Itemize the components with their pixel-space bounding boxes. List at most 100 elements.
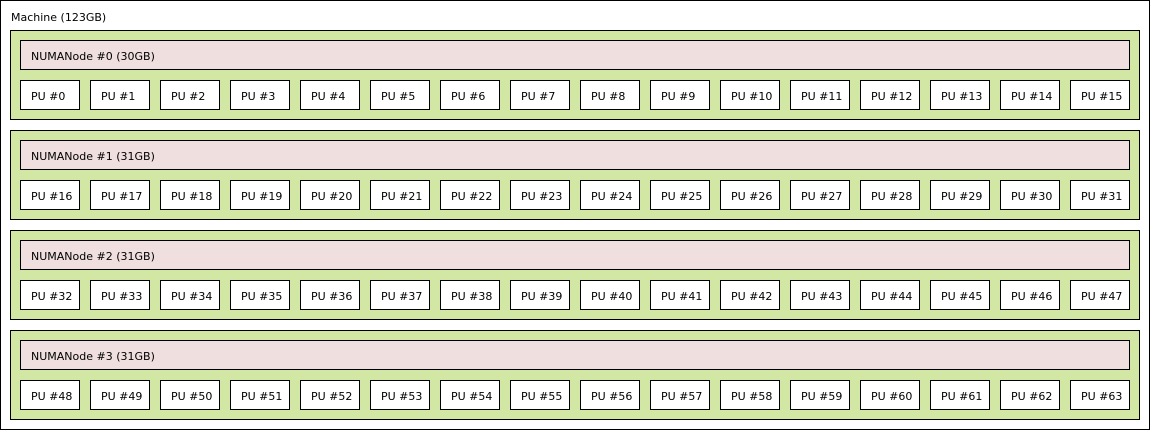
pu-box: PU #29 <box>930 180 990 210</box>
pu-label: PU #38 <box>451 290 493 303</box>
pu-label: PU #59 <box>801 390 843 403</box>
pu-label: PU #15 <box>1081 90 1123 103</box>
pu-box: PU #6 <box>440 80 500 110</box>
pu-box: PU #49 <box>90 380 150 410</box>
numa-node-box: NUMANode #1 (31GB) <box>20 140 1130 170</box>
pu-box: PU #46 <box>1000 280 1060 310</box>
pu-label: PU #7 <box>521 90 556 103</box>
pu-box: PU #39 <box>510 280 570 310</box>
pu-label: PU #39 <box>521 290 563 303</box>
pu-box: PU #0 <box>20 80 80 110</box>
pu-box: PU #58 <box>720 380 780 410</box>
pu-label: PU #3 <box>241 90 276 103</box>
pu-label: PU #42 <box>731 290 773 303</box>
pu-box: PU #4 <box>300 80 360 110</box>
pu-label: PU #40 <box>591 290 633 303</box>
pu-box: PU #57 <box>650 380 710 410</box>
pu-box: PU #52 <box>300 380 360 410</box>
pu-box: PU #5 <box>370 80 430 110</box>
pu-box: PU #20 <box>300 180 360 210</box>
pu-label: PU #2 <box>171 90 206 103</box>
pu-label: PU #62 <box>1011 390 1053 403</box>
pu-label: PU #50 <box>171 390 213 403</box>
pu-label: PU #54 <box>451 390 493 403</box>
pu-label: PU #41 <box>661 290 703 303</box>
pu-box: PU #15 <box>1070 80 1130 110</box>
pu-label: PU #53 <box>381 390 423 403</box>
pu-label: PU #63 <box>1081 390 1123 403</box>
pu-label: PU #20 <box>311 190 353 203</box>
pu-label: PU #47 <box>1081 290 1123 303</box>
pu-box: PU #55 <box>510 380 570 410</box>
pu-box: PU #7 <box>510 80 570 110</box>
pu-box: PU #10 <box>720 80 780 110</box>
pu-box: PU #41 <box>650 280 710 310</box>
pu-label: PU #56 <box>591 390 633 403</box>
pu-label: PU #24 <box>591 190 633 203</box>
machine-label: Machine (123GB) <box>11 11 107 24</box>
pu-box: PU #9 <box>650 80 710 110</box>
pu-box: PU #47 <box>1070 280 1130 310</box>
pu-label: PU #12 <box>871 90 913 103</box>
pu-box: PU #30 <box>1000 180 1060 210</box>
pu-label: PU #31 <box>1081 190 1123 203</box>
pu-box: PU #26 <box>720 180 780 210</box>
package-box: NUMANode #2 (31GB) PU #32 PU #33 PU #34 PU #… <box>10 230 1140 320</box>
package-box: NUMANode #3 (31GB) PU #48 PU #49 PU #50 PU #… <box>10 330 1140 420</box>
pu-box: PU #51 <box>230 380 290 410</box>
pu-label: PU #34 <box>171 290 213 303</box>
pu-label: PU #11 <box>801 90 843 103</box>
pu-label: PU #49 <box>101 390 143 403</box>
pu-label: PU #36 <box>311 290 353 303</box>
pu-box: PU #35 <box>230 280 290 310</box>
pu-label: PU #9 <box>661 90 696 103</box>
pu-label: PU #30 <box>1011 190 1053 203</box>
pu-label: PU #28 <box>871 190 913 203</box>
pu-label: PU #6 <box>451 90 486 103</box>
pu-label: PU #18 <box>171 190 213 203</box>
pu-box: PU #56 <box>580 380 640 410</box>
pu-box: PU #16 <box>20 180 80 210</box>
pu-box: PU #34 <box>160 280 220 310</box>
pu-label: PU #48 <box>31 390 73 403</box>
pu-box: PU #33 <box>90 280 150 310</box>
numa-node-label: NUMANode #3 (31GB) <box>31 350 155 363</box>
pu-box: PU #21 <box>370 180 430 210</box>
pu-box: PU #37 <box>370 280 430 310</box>
numa-node-label: NUMANode #2 (31GB) <box>31 250 155 263</box>
numa-node-label: NUMANode #1 (31GB) <box>31 150 155 163</box>
pu-box: PU #62 <box>1000 380 1060 410</box>
pu-box: PU #3 <box>230 80 290 110</box>
pu-box: PU #63 <box>1070 380 1130 410</box>
pu-label: PU #45 <box>941 290 983 303</box>
pu-box: PU #8 <box>580 80 640 110</box>
pu-box: PU #18 <box>160 180 220 210</box>
pu-box: PU #45 <box>930 280 990 310</box>
pu-box: PU #25 <box>650 180 710 210</box>
pu-label: PU #37 <box>381 290 423 303</box>
pu-label: PU #57 <box>661 390 703 403</box>
pu-box: PU #50 <box>160 380 220 410</box>
pu-box: PU #44 <box>860 280 920 310</box>
numa-node-box: NUMANode #2 (31GB) <box>20 240 1130 270</box>
numa-node-label: NUMANode #0 (30GB) <box>31 50 155 63</box>
pu-label: PU #27 <box>801 190 843 203</box>
pu-box: PU #22 <box>440 180 500 210</box>
pu-box: PU #60 <box>860 380 920 410</box>
pu-label: PU #60 <box>871 390 913 403</box>
pu-box: PU #14 <box>1000 80 1060 110</box>
pu-label: PU #61 <box>941 390 983 403</box>
pu-label: PU #14 <box>1011 90 1053 103</box>
pu-label: PU #8 <box>591 90 626 103</box>
pu-label: PU #44 <box>871 290 913 303</box>
pu-label: PU #35 <box>241 290 283 303</box>
pu-box: PU #19 <box>230 180 290 210</box>
pu-box: PU #42 <box>720 280 780 310</box>
pu-label: PU #21 <box>381 190 423 203</box>
pu-label: PU #25 <box>661 190 703 203</box>
pu-box: PU #32 <box>20 280 80 310</box>
pu-label: PU #58 <box>731 390 773 403</box>
pu-box: PU #59 <box>790 380 850 410</box>
